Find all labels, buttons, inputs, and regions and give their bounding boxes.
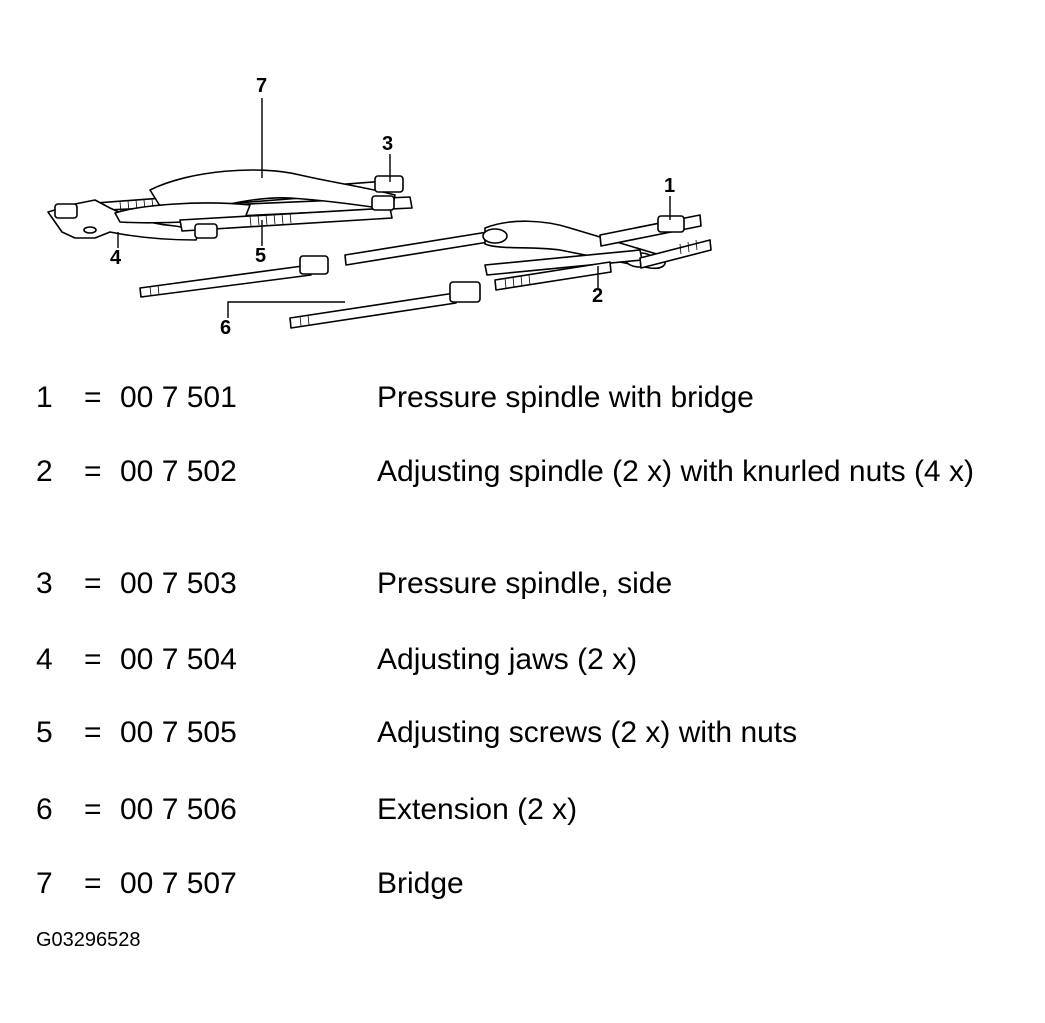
legend-part-number: 00 7 504: [120, 643, 237, 676]
legend-part-number: 00 7 503: [120, 567, 237, 600]
legend-number: 4: [36, 643, 53, 676]
reference-code: G03296528: [36, 929, 141, 951]
legend-equals: =: [84, 381, 102, 414]
legend-part-number: 00 7 505: [120, 716, 237, 749]
legend-number: 6: [36, 793, 53, 826]
legend-equals: =: [84, 455, 102, 488]
left-assembly: [47, 169, 413, 241]
callout-6: 6: [220, 317, 231, 339]
callout-7: 7: [256, 75, 267, 97]
right-assembly: [344, 214, 712, 291]
legend-number: 1: [36, 381, 53, 414]
legend-equals: =: [84, 567, 102, 600]
legend-description: Pressure spindle, side: [377, 567, 673, 600]
callout-1: 1: [664, 175, 675, 197]
legend-description: Pressure spindle with bridge: [377, 381, 754, 414]
legend-description: Extension (2 x): [377, 793, 578, 826]
legend-equals: =: [84, 643, 102, 676]
callout-2: 2: [592, 285, 603, 307]
extensions: [139, 255, 481, 329]
legend-part-number: 00 7 501: [120, 381, 237, 414]
legend-part-number: 00 7 507: [120, 867, 237, 900]
legend-description: Bridge: [377, 867, 464, 900]
legend-equals: =: [84, 793, 102, 826]
legend-part-number: 00 7 502: [120, 455, 237, 488]
tool-illustration: 7 3 1 4 5 2 6: [47, 75, 712, 339]
legend-number: 2: [36, 455, 53, 488]
legend-equals: =: [84, 867, 102, 900]
callout-3: 3: [382, 133, 393, 155]
callout-5: 5: [255, 245, 266, 267]
legend-description: Adjusting screws (2 x) with nuts: [377, 716, 798, 749]
legend-description: Adjusting spindle (2 x) with knurled nut…: [377, 455, 974, 488]
legend-number: 5: [36, 716, 53, 749]
legend-number: 3: [36, 567, 53, 600]
callout-4: 4: [110, 247, 122, 269]
legend-part-number: 00 7 506: [120, 793, 237, 826]
legend-description: Adjusting jaws (2 x): [377, 643, 638, 676]
legend-equals: =: [84, 716, 102, 749]
legend-number: 7: [36, 867, 53, 900]
